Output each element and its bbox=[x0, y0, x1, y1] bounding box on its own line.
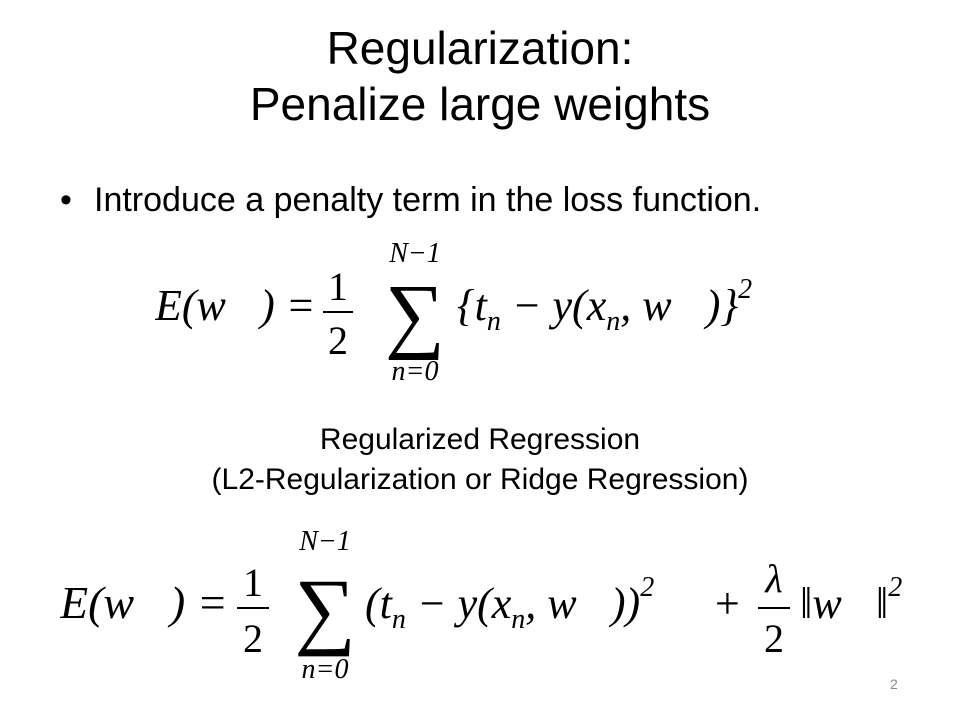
eq2-body: (tn − y(xn, w⃗))2 bbox=[365, 572, 654, 635]
ridge-equation: E(w⃗) = 1 2 N−1 ∑ n=0 (tn − y(xn, w⃗))2 … bbox=[60, 526, 902, 685]
eq1-body: {tn − y(xn, w⃗)}2 bbox=[457, 274, 752, 337]
regularized-regression-heading: Regularized Regression (L2-Regularizatio… bbox=[0, 420, 960, 500]
page-number: 2 bbox=[890, 676, 898, 692]
eq2-lhs: E(w⃗) = bbox=[60, 577, 228, 628]
eq1-frac-den: 2 bbox=[328, 318, 348, 363]
eq2-lambda-den: 2 bbox=[764, 616, 784, 661]
title-line-2: Penalize large weights bbox=[249, 78, 711, 130]
eq1-frac-num: 1 bbox=[328, 264, 348, 309]
eq2-sum-lower: n=0 bbox=[302, 654, 349, 685]
slide-title: Regularization: Penalize large weights bbox=[0, 20, 960, 132]
eq2-frac-num: 1 bbox=[243, 560, 263, 605]
subheading-line-2: (L2-Regularization or Ridge Regression) bbox=[211, 463, 749, 496]
eq2-sum-symbol: ∑ bbox=[294, 561, 355, 657]
bullet-marker: • bbox=[60, 181, 72, 219]
eq2-frac-den: 2 bbox=[243, 616, 263, 661]
eq1-lhs: E(w⃗) = bbox=[155, 281, 315, 330]
subheading-line-1: Regularized Regression bbox=[319, 423, 641, 456]
loss-equation: E(w⃗) = 1 2 N−1 ∑ n=0 {tn − y(xn, w⃗)}2 bbox=[155, 238, 752, 387]
eq1-sum-symbol: ∑ bbox=[385, 268, 445, 361]
eq1-sum-upper: N−1 bbox=[388, 238, 441, 269]
title-line-1: Regularization: bbox=[326, 22, 634, 74]
eq2-norm: ‖w⃗‖2 bbox=[800, 572, 902, 628]
bullet-text: Introduce a penalty term in the loss fun… bbox=[94, 181, 762, 219]
bullet-item: • Introduce a penalty term in the loss f… bbox=[60, 178, 820, 222]
eq2-plus: + bbox=[715, 579, 740, 628]
eq2-lambda: λ bbox=[764, 556, 782, 601]
eq1-sum-lower: n=0 bbox=[392, 356, 439, 387]
eq2-sum-upper: N−1 bbox=[298, 526, 351, 557]
